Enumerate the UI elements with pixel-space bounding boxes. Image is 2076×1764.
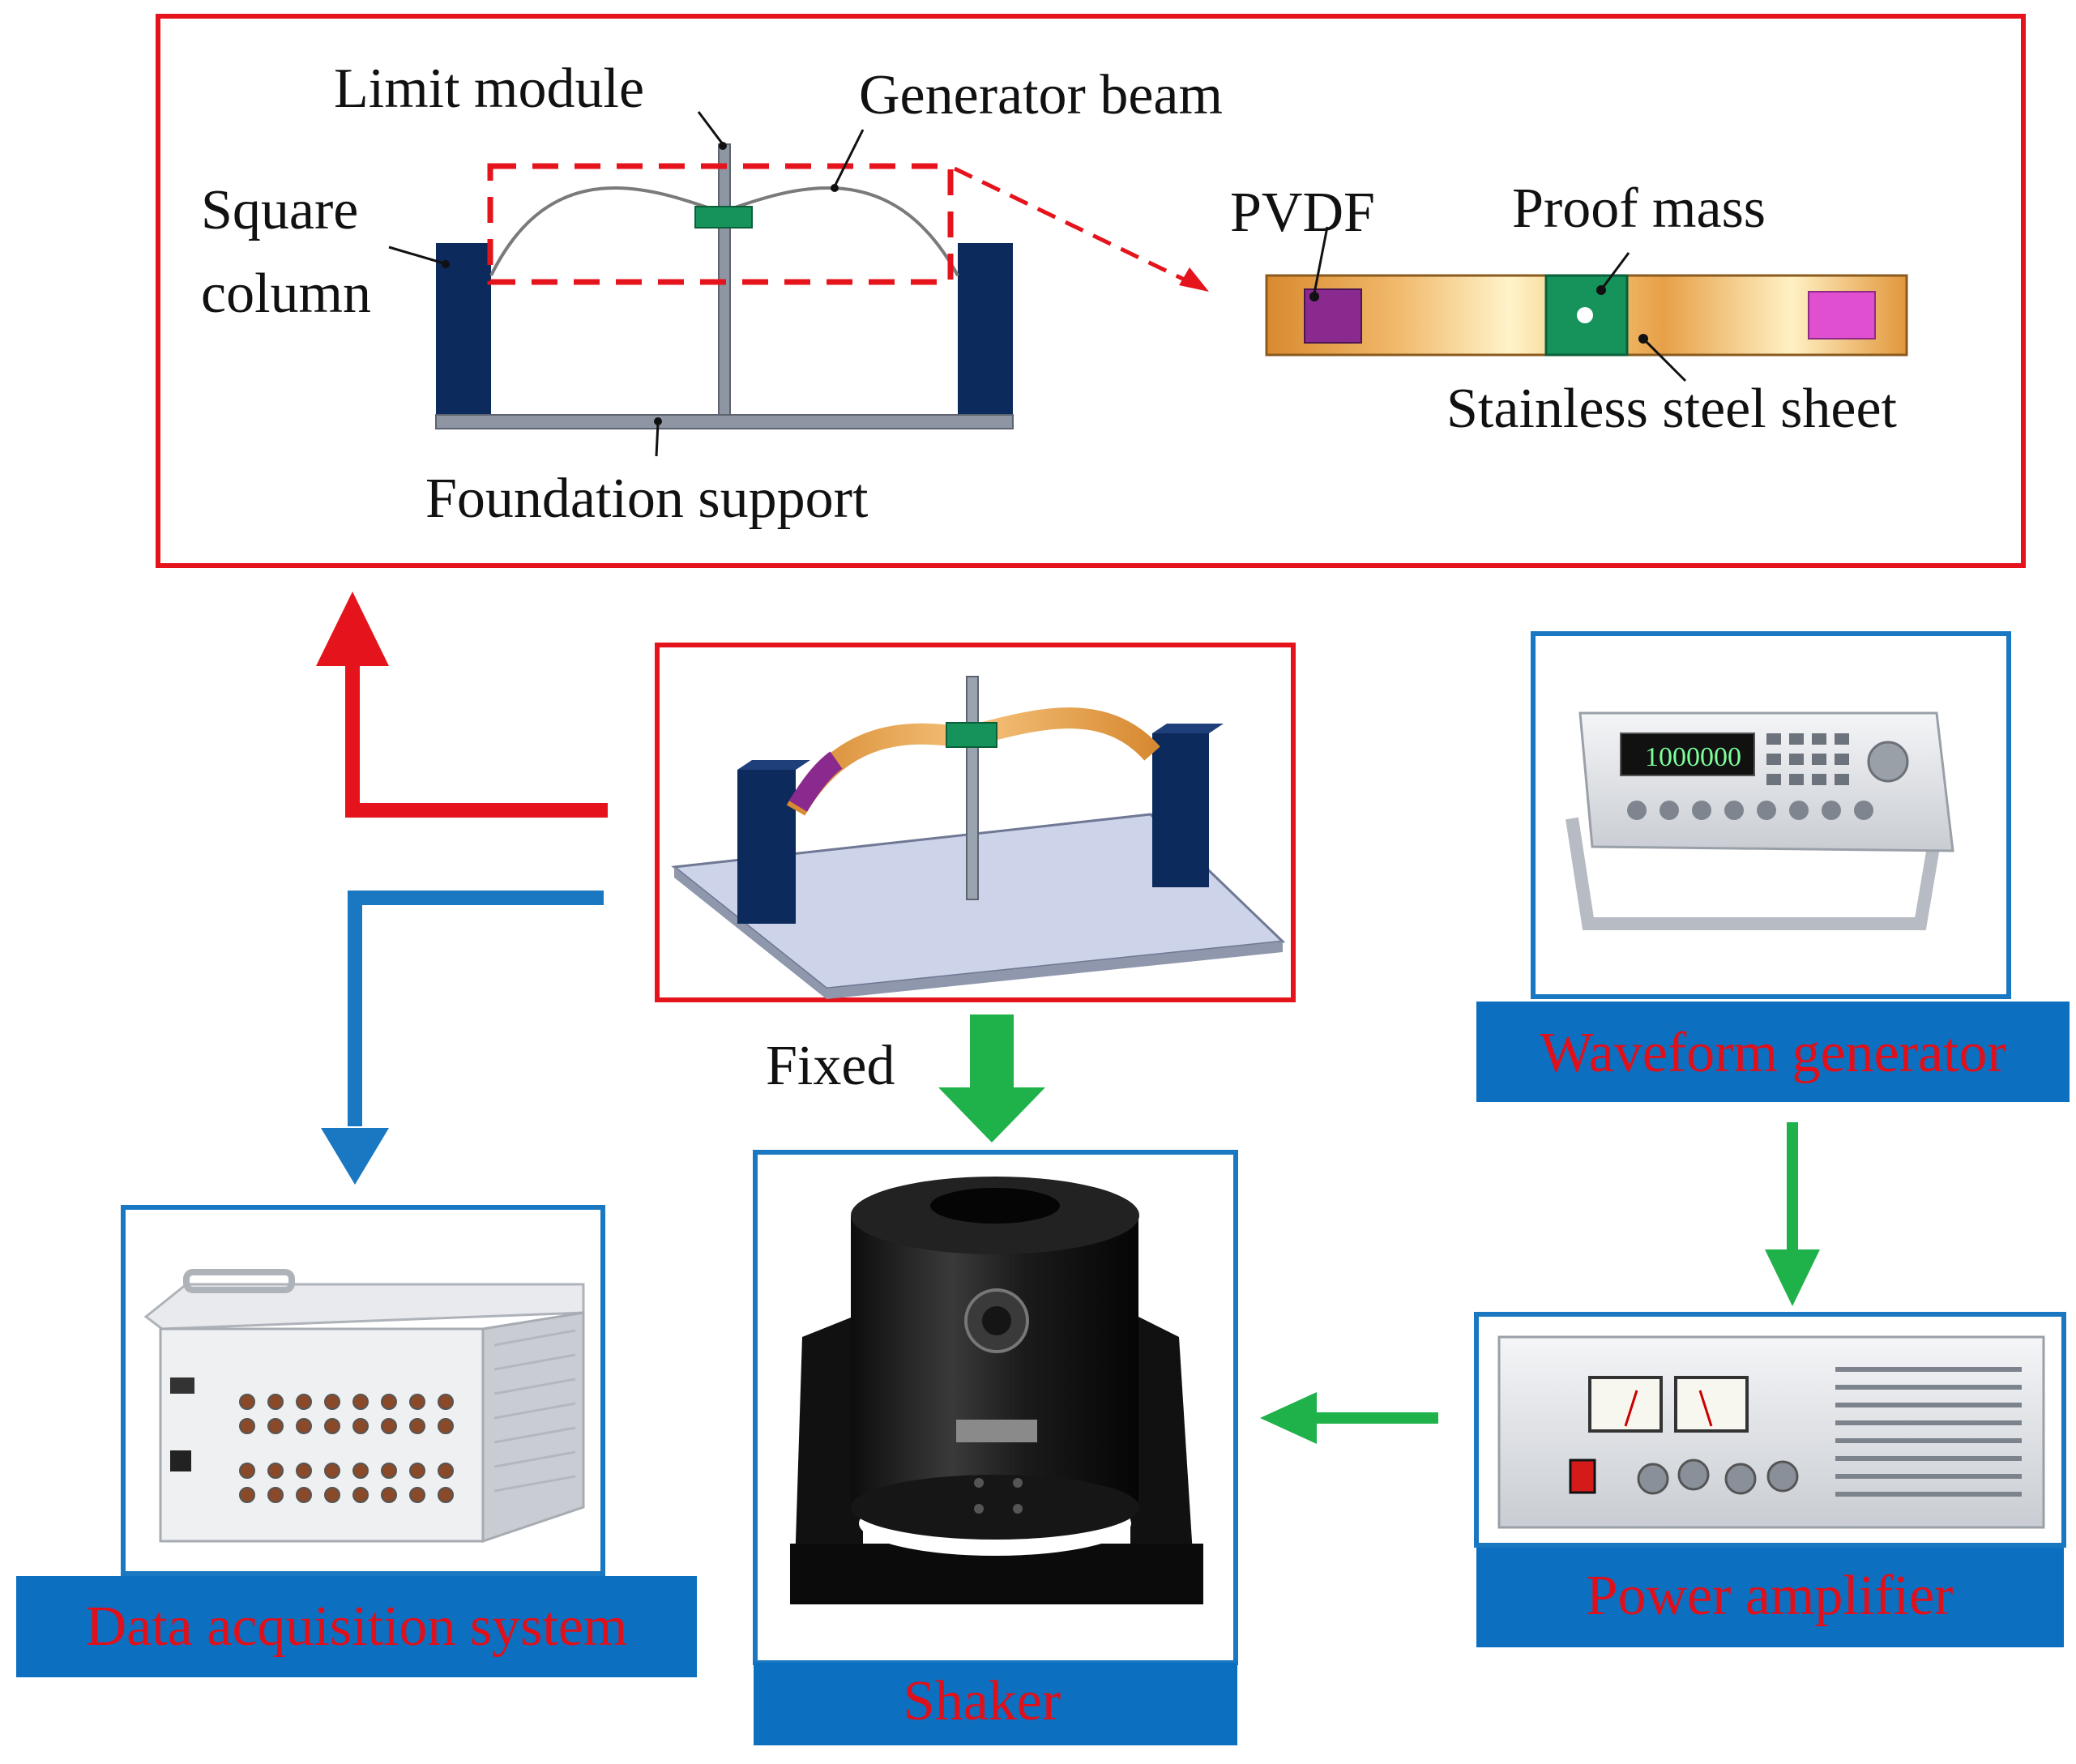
daq-side-fins bbox=[493, 1329, 576, 1493]
green-left-arrow-amplifier bbox=[1260, 1392, 1438, 1444]
model-rod bbox=[966, 676, 979, 900]
generator-beam-leader bbox=[833, 129, 865, 187]
foundation-dot bbox=[654, 417, 662, 425]
daq-top bbox=[143, 1283, 585, 1330]
power-amplifier-caption: Power amplifier bbox=[1587, 1565, 1954, 1627]
model-pvdf-patch bbox=[788, 751, 843, 812]
amplifier-power-switch bbox=[1569, 1459, 1596, 1494]
generator-beam-dot bbox=[831, 184, 839, 192]
square-column-label-line2: column bbox=[201, 263, 371, 325]
square-column-right bbox=[958, 243, 1013, 415]
waveform-generator-panel: 1000000 Waveform generator bbox=[1476, 631, 2070, 1102]
pvdf-right bbox=[1808, 291, 1876, 340]
daq-channel-connectors bbox=[239, 1394, 454, 1503]
square-column-left bbox=[436, 243, 491, 415]
generator-main-dial bbox=[1867, 741, 1909, 783]
shaker-panel: Shaker bbox=[753, 1150, 1238, 1745]
limit-module-label: Limit module bbox=[334, 58, 644, 120]
schematic-panel: Limit module Generator beam Square colum… bbox=[156, 14, 2026, 568]
pvdf-label: PVDF bbox=[1230, 182, 1375, 244]
amplifier-body bbox=[1497, 1335, 2045, 1529]
limit-module-dot bbox=[719, 142, 727, 150]
proof-mass-dot bbox=[1596, 285, 1606, 295]
daq-display bbox=[170, 1377, 194, 1394]
model-proof-mass bbox=[946, 722, 997, 748]
model-base-plate-edge bbox=[674, 867, 1283, 999]
shaker-stand bbox=[794, 1313, 863, 1592]
foundation-support-label: Foundation support bbox=[425, 468, 869, 530]
square-column-leader bbox=[388, 246, 445, 265]
power-amplifier-panel: Power amplifier bbox=[1474, 1312, 2066, 1647]
generator-knobs bbox=[1627, 801, 1873, 820]
shaker-bolts bbox=[974, 1478, 1023, 1514]
shaker-caption-bar bbox=[754, 1663, 1237, 1745]
model-column-left bbox=[737, 770, 796, 924]
proof-mass-hole bbox=[1577, 307, 1593, 323]
generator-handle bbox=[1566, 817, 1945, 930]
pvdf-leader bbox=[1313, 226, 1329, 294]
daq-front bbox=[159, 1327, 485, 1543]
waveform-generator-caption-bar bbox=[1476, 1002, 2070, 1102]
schematic-frame bbox=[156, 14, 2026, 568]
harvester-3d-model-panel bbox=[655, 643, 1296, 1002]
power-amplifier-caption-bar bbox=[1476, 1548, 2064, 1647]
daq-side bbox=[481, 1311, 585, 1544]
detail-selection-box bbox=[487, 163, 954, 285]
proof-mass-leader bbox=[1601, 252, 1630, 288]
fixed-label: Fixed bbox=[766, 1035, 895, 1097]
steel-sheet-leader bbox=[1643, 339, 1687, 382]
blue-down-arrow bbox=[321, 891, 604, 1185]
amplifier-meter-left bbox=[1588, 1376, 1663, 1433]
red-up-arrow bbox=[316, 592, 608, 818]
foundation-support bbox=[435, 414, 1014, 429]
square-column-label-line1: Square bbox=[201, 179, 358, 241]
limit-module-leader bbox=[697, 111, 724, 145]
shaker-nameplate bbox=[956, 1420, 1037, 1442]
shaker-body-bottom bbox=[851, 1475, 1139, 1540]
square-column-dot bbox=[442, 260, 450, 268]
shaker-stand-right bbox=[1130, 1313, 1195, 1592]
model-column-left-top bbox=[737, 760, 810, 770]
detail-arrow-line bbox=[953, 166, 1194, 286]
amplifier-meter-left-needle bbox=[1624, 1390, 1638, 1427]
steel-sheet-dot bbox=[1638, 334, 1648, 344]
daq-lan-port bbox=[170, 1450, 191, 1471]
generator-beam-label: Generator beam bbox=[859, 64, 1223, 126]
waveform-generator-caption: Waveform generator bbox=[1540, 1022, 2006, 1084]
shaker-top-cap bbox=[930, 1188, 1060, 1224]
generator-display bbox=[1620, 733, 1755, 776]
foundation-leader bbox=[655, 422, 660, 457]
data-acquisition-caption-bar bbox=[16, 1576, 697, 1677]
shaker-connector-inner bbox=[982, 1306, 1011, 1335]
amplifier-knobs bbox=[1637, 1459, 1799, 1495]
amplifier-meter-right bbox=[1674, 1376, 1749, 1433]
pvdf-dot bbox=[1309, 292, 1319, 301]
proof-mass-block bbox=[694, 206, 753, 229]
generator-display-readout: 1000000 bbox=[1645, 742, 1741, 772]
shaker-caption: Shaker bbox=[903, 1670, 1061, 1732]
shaker-body bbox=[851, 1215, 1138, 1507]
green-down-arrow-fixed bbox=[938, 1014, 1045, 1143]
generator-keypad bbox=[1766, 733, 1849, 785]
data-acquisition-caption: Data acquisition system bbox=[86, 1595, 628, 1658]
daq-handle bbox=[183, 1269, 295, 1293]
proof-mass-label: Proof mass bbox=[1512, 177, 1766, 240]
data-acquisition-panel: Data acquisition system bbox=[16, 1205, 697, 1677]
green-down-arrow-generator bbox=[1765, 1122, 1820, 1306]
amplifier-meter-right-needle bbox=[1698, 1390, 1713, 1427]
stainless-steel-sheet-label: Stainless steel sheet bbox=[1446, 378, 1898, 440]
detail-arrow-head bbox=[1179, 267, 1209, 292]
model-column-right-top bbox=[1152, 724, 1224, 733]
model-column-right bbox=[1152, 733, 1209, 887]
amplifier-vent-grille bbox=[1835, 1367, 2022, 1497]
